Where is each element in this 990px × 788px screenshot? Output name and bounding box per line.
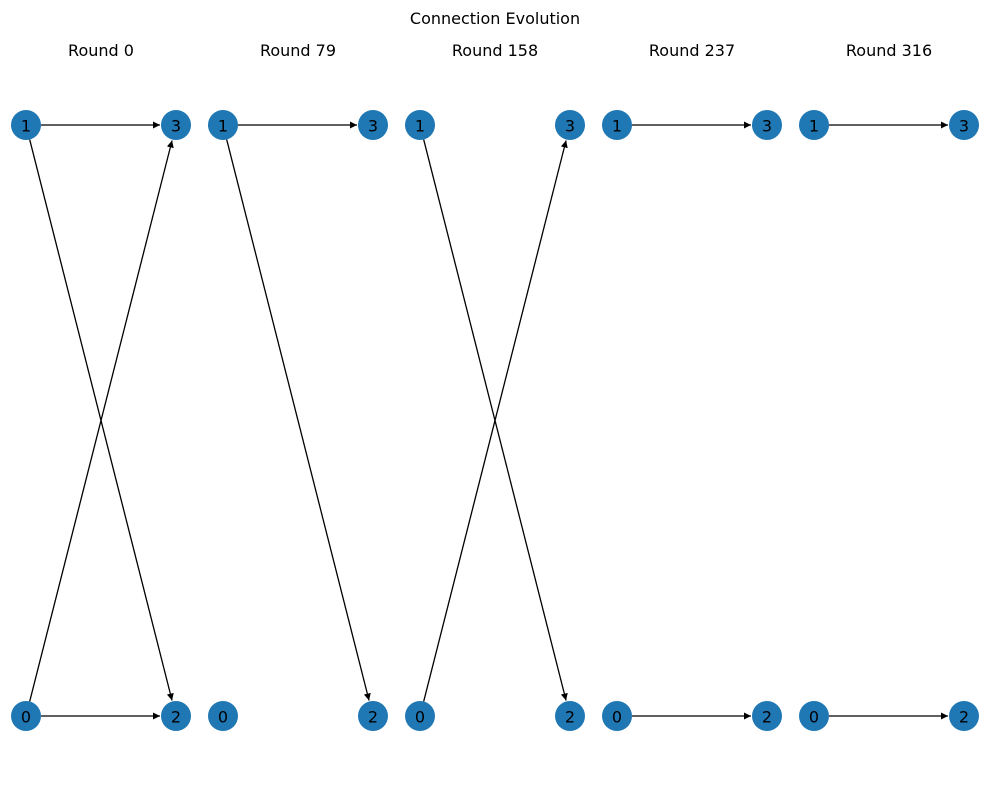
node-label: 3 bbox=[565, 117, 575, 136]
node-label: 2 bbox=[368, 708, 378, 727]
edge-0-to-3 bbox=[423, 140, 568, 702]
panel-title: Round 237 bbox=[649, 41, 735, 60]
node-1: 1 bbox=[208, 110, 238, 140]
node-circle bbox=[405, 701, 435, 731]
node-1: 1 bbox=[799, 110, 829, 140]
graph-panel: Round 0 0 1 2 3 bbox=[11, 41, 191, 731]
graph-panel: Round 79 0 1 2 3 bbox=[208, 41, 388, 731]
node-circle bbox=[161, 110, 191, 140]
panel-title: Round 158 bbox=[452, 41, 538, 60]
node-circle bbox=[358, 110, 388, 140]
node-2: 2 bbox=[949, 701, 979, 731]
node-label: 3 bbox=[171, 117, 181, 136]
node-2: 2 bbox=[358, 701, 388, 731]
node-label: 1 bbox=[612, 117, 622, 136]
node-circle bbox=[11, 110, 41, 140]
panel-title: Round 0 bbox=[68, 41, 134, 60]
node-label: 0 bbox=[612, 708, 622, 727]
panel-title: Round 79 bbox=[260, 41, 336, 60]
node-label: 1 bbox=[218, 117, 228, 136]
node-label: 1 bbox=[415, 117, 425, 136]
panel-title: Round 316 bbox=[846, 41, 932, 60]
node-2: 2 bbox=[161, 701, 191, 731]
node-label: 0 bbox=[21, 708, 31, 727]
node-label: 1 bbox=[809, 117, 819, 136]
node-label: 2 bbox=[171, 708, 181, 727]
node-label: 2 bbox=[565, 708, 575, 727]
node-circle bbox=[208, 701, 238, 731]
node-circle bbox=[555, 110, 585, 140]
node-circle bbox=[161, 701, 191, 731]
node-0: 0 bbox=[405, 701, 435, 731]
node-label: 0 bbox=[415, 708, 425, 727]
node-3: 3 bbox=[949, 110, 979, 140]
node-0: 0 bbox=[208, 701, 238, 731]
edge-0-to-3 bbox=[29, 140, 174, 702]
node-label: 3 bbox=[762, 117, 772, 136]
node-label: 1 bbox=[21, 117, 31, 136]
node-label: 0 bbox=[218, 708, 228, 727]
edge-1-to-2 bbox=[226, 139, 371, 701]
node-3: 3 bbox=[358, 110, 388, 140]
graph-panel: Round 316 0 1 2 3 bbox=[799, 41, 979, 731]
node-circle bbox=[555, 701, 585, 731]
node-label: 3 bbox=[368, 117, 378, 136]
node-0: 0 bbox=[602, 701, 632, 731]
node-0: 0 bbox=[11, 701, 41, 731]
node-label: 2 bbox=[959, 708, 969, 727]
node-label: 2 bbox=[762, 708, 772, 727]
node-2: 2 bbox=[752, 701, 782, 731]
graph-panel: Round 158 0 1 2 3 bbox=[405, 41, 585, 731]
node-3: 3 bbox=[752, 110, 782, 140]
graph-panel: Round 237 0 1 2 3 bbox=[602, 41, 782, 731]
node-label: 0 bbox=[809, 708, 819, 727]
node-3: 3 bbox=[161, 110, 191, 140]
node-circle bbox=[11, 701, 41, 731]
node-circle bbox=[358, 701, 388, 731]
node-circle bbox=[799, 701, 829, 731]
node-circle bbox=[405, 110, 435, 140]
node-circle bbox=[799, 110, 829, 140]
node-circle bbox=[752, 701, 782, 731]
node-2: 2 bbox=[555, 701, 585, 731]
node-circle bbox=[752, 110, 782, 140]
node-circle bbox=[949, 701, 979, 731]
node-1: 1 bbox=[11, 110, 41, 140]
node-circle bbox=[949, 110, 979, 140]
node-1: 1 bbox=[405, 110, 435, 140]
node-3: 3 bbox=[555, 110, 585, 140]
node-circle bbox=[602, 110, 632, 140]
node-circle bbox=[208, 110, 238, 140]
node-label: 3 bbox=[959, 117, 969, 136]
node-1: 1 bbox=[602, 110, 632, 140]
node-circle bbox=[602, 701, 632, 731]
figure-title: Connection Evolution bbox=[410, 9, 580, 28]
node-0: 0 bbox=[799, 701, 829, 731]
